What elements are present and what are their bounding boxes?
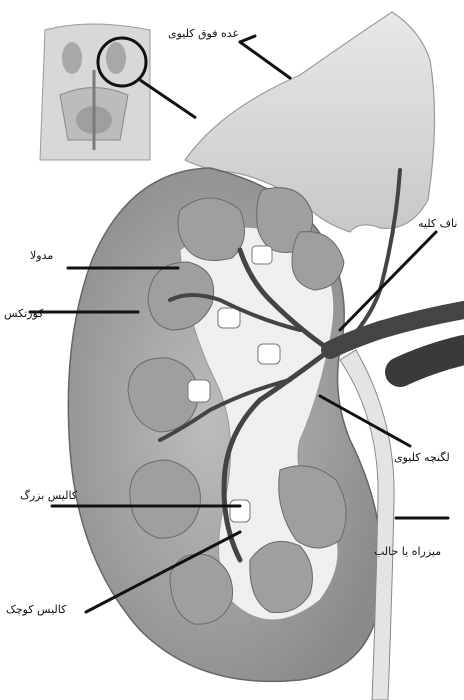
label-major-calyx: کالیس بزرگ — [20, 490, 77, 501]
label-renal-pelvis: لگنچه کلیوی — [394, 452, 450, 463]
inset-torso-image — [28, 22, 196, 164]
label-renal-hilum: ناف کلیه — [418, 218, 457, 229]
label-ureter: میزراه یا حالب — [374, 546, 441, 557]
label-adrenal-gland: غده فوق کلیوی — [168, 28, 238, 39]
label-medulla: مدولا — [30, 250, 53, 261]
label-cortex: کورتکس — [4, 308, 43, 319]
label-minor-calyx: کالیس کوچک — [6, 604, 66, 615]
